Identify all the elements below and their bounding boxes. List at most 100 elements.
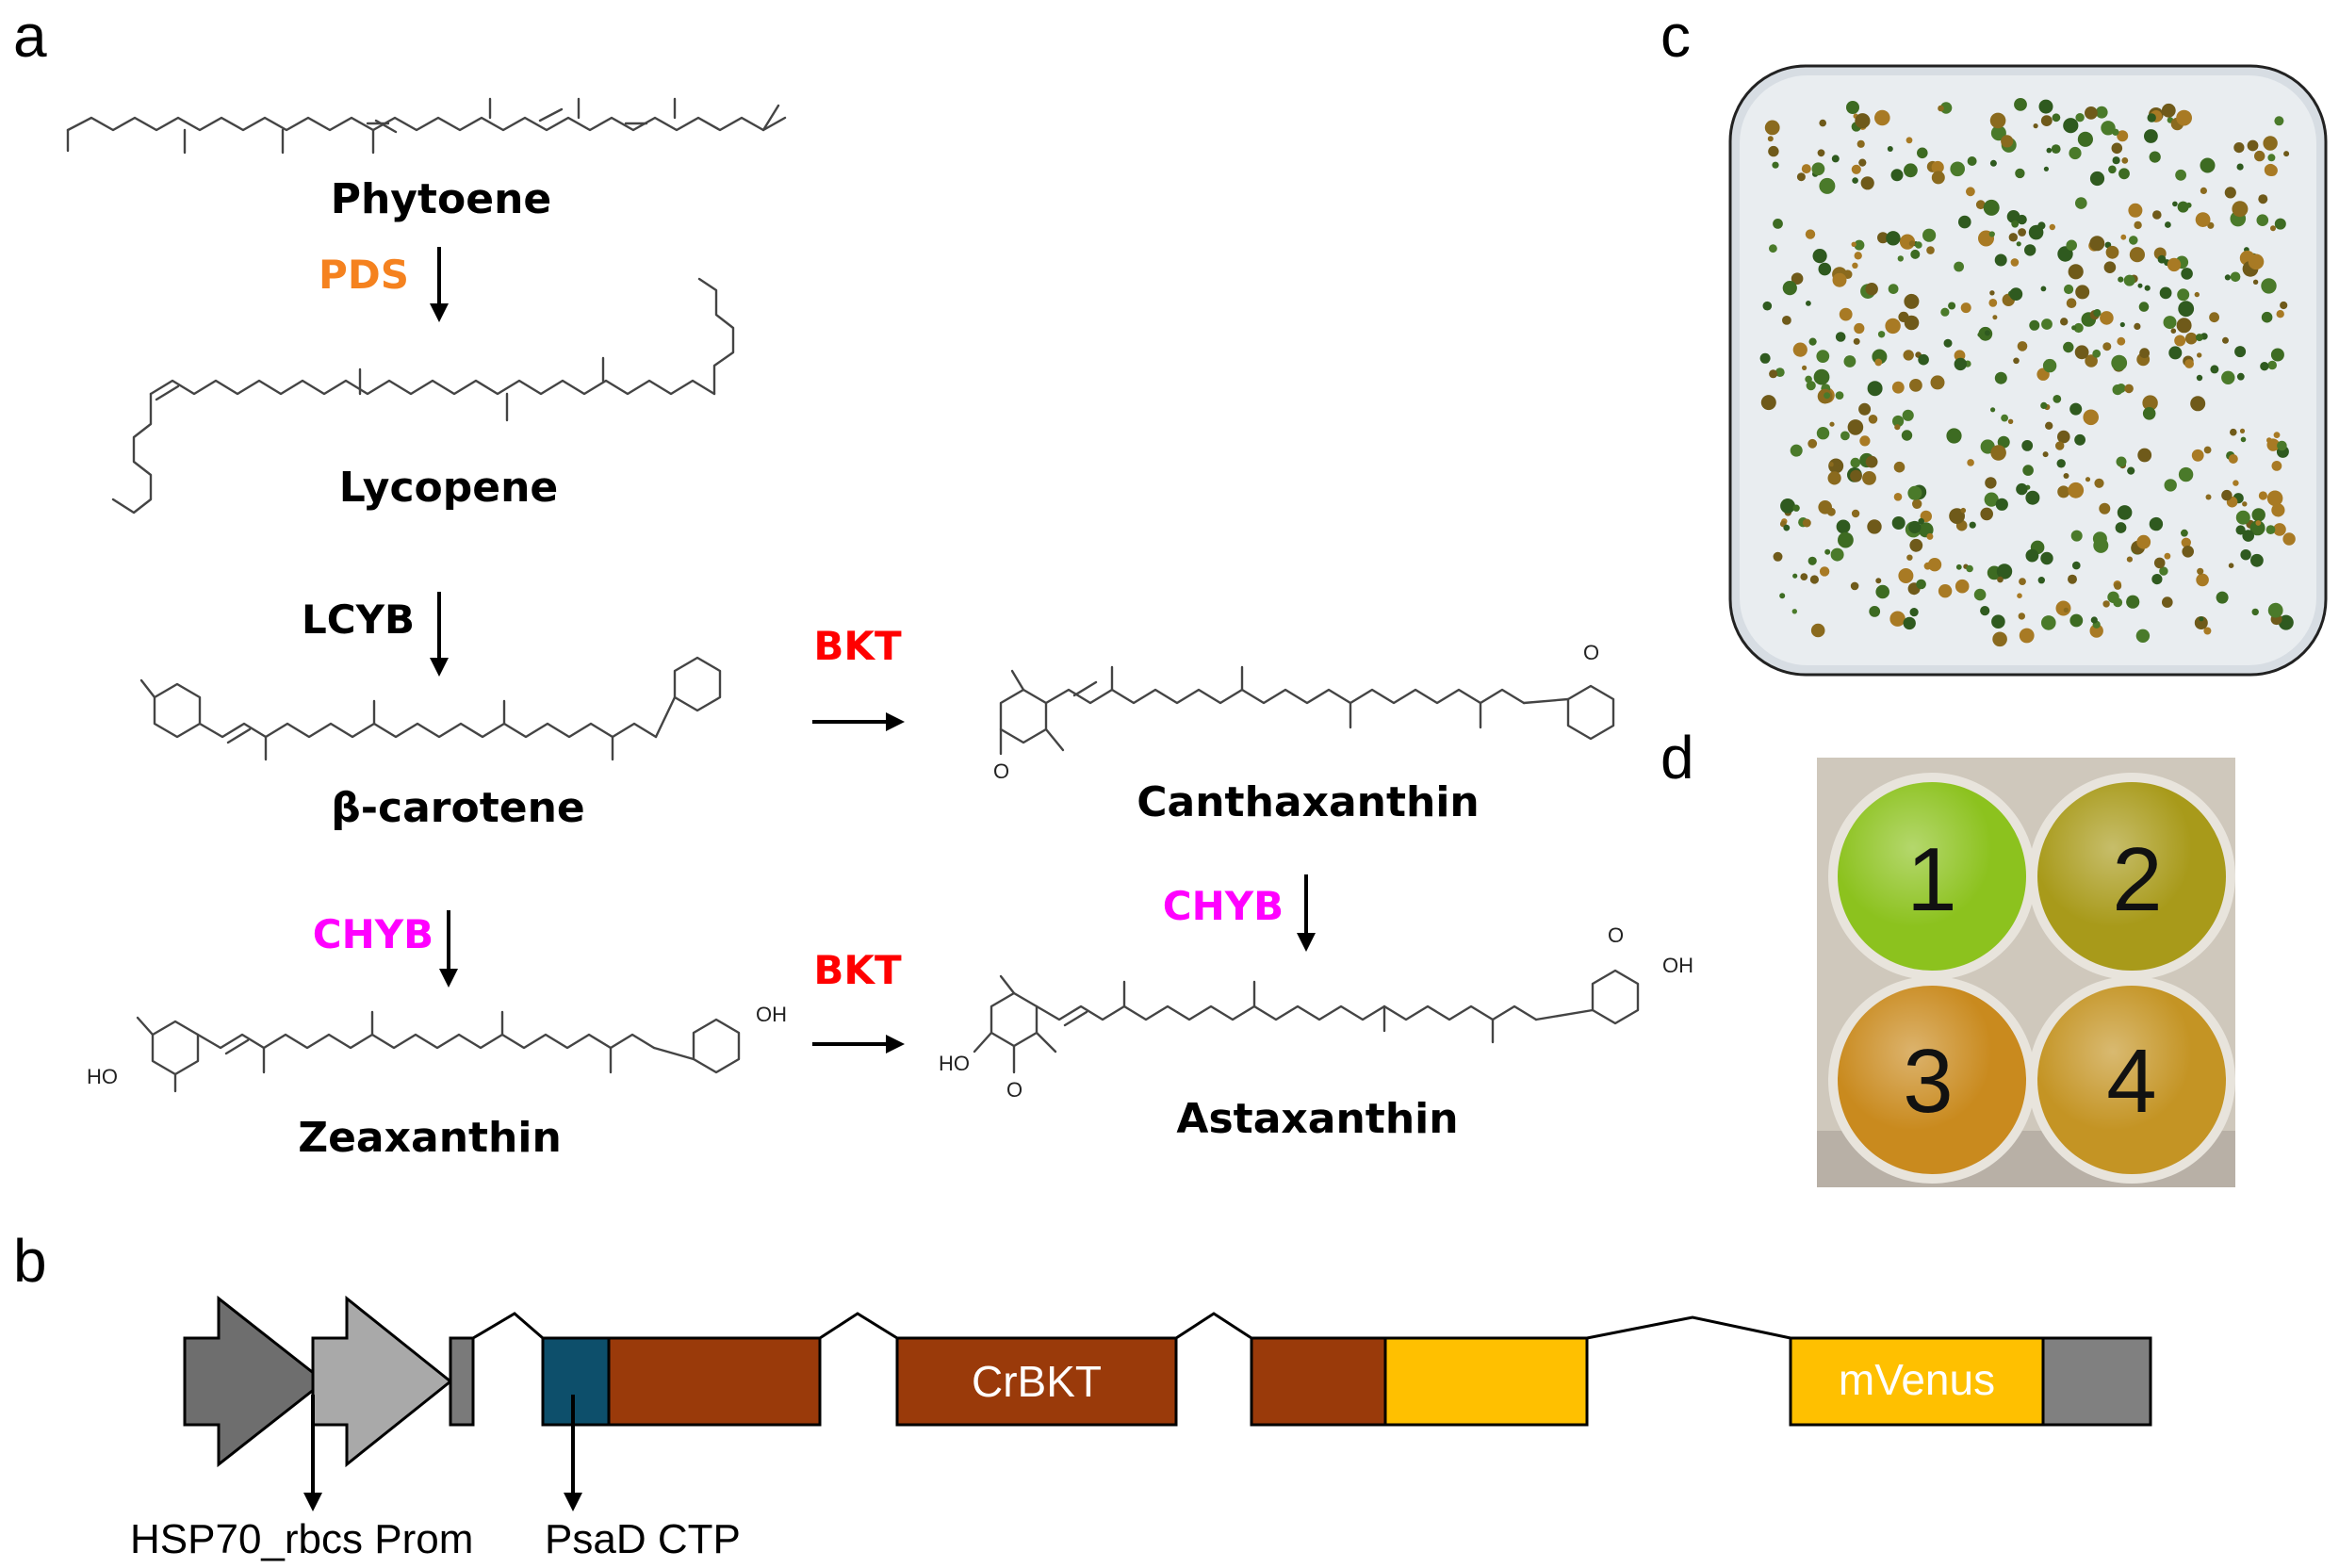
colony-dot	[1875, 584, 1889, 599]
colony-dot	[2120, 234, 2127, 240]
colony-dot	[2073, 322, 2084, 334]
colony-dot	[2064, 284, 2074, 295]
colony-dot	[1865, 455, 1878, 468]
colony-dot	[2095, 106, 2108, 119]
intron-1	[472, 1312, 544, 1340]
colony-dot	[2070, 530, 2083, 542]
colony-dot	[1807, 438, 1818, 449]
colony-dot	[1802, 518, 1811, 528]
colony-dot	[2089, 171, 2105, 187]
colony-dot	[1769, 369, 1778, 379]
colony-dot	[2209, 312, 2220, 323]
colony-dot	[1830, 547, 1844, 562]
colony-dot	[2278, 614, 2294, 630]
mvenus-exon-1	[1383, 1336, 1589, 1427]
colony-dot	[2019, 628, 2035, 644]
colony-dot	[2270, 348, 2284, 362]
colony-dot	[1869, 606, 1881, 617]
colony-dot	[1969, 521, 1976, 529]
colony-dot	[1847, 419, 1864, 435]
colony-dot	[1997, 435, 2010, 449]
colony-dot	[1931, 160, 1944, 174]
colony-dot	[2283, 151, 2290, 157]
colony-dot	[1853, 337, 1860, 345]
well-3: 3	[1828, 976, 2036, 1184]
enzyme-chyb-left: CHYB	[313, 911, 433, 957]
colony-dot	[2239, 428, 2246, 433]
colony-dot	[1901, 430, 1913, 441]
colony-dot	[1967, 156, 1977, 166]
colony-dot	[2234, 346, 2247, 358]
colony-dot	[1892, 415, 1905, 428]
colony-dot	[2069, 402, 2083, 416]
colony-dot	[1782, 281, 1797, 296]
colony-dot	[1805, 375, 1812, 384]
colony-dot	[2116, 384, 2126, 393]
colony-dot	[2242, 530, 2254, 542]
colony-dot	[2273, 432, 2281, 438]
colony-dot	[2040, 286, 2047, 292]
colony-dot	[1859, 435, 1871, 447]
well-2: 2	[2028, 773, 2235, 980]
colony-dot	[1819, 177, 1836, 194]
colony-dot	[2228, 563, 2234, 568]
colony-dot	[2066, 298, 2077, 309]
colony-dot	[1824, 548, 1831, 555]
colony-dot	[2233, 480, 2239, 486]
colony-dot	[2093, 309, 2102, 318]
colony-dot	[2074, 433, 2086, 446]
colony-dot	[2056, 459, 2066, 468]
colony-dot	[2102, 600, 2110, 608]
colony-dot	[1889, 611, 1906, 627]
colony-dot	[1850, 457, 1861, 468]
colony-dot	[2057, 430, 2070, 444]
colony-dot	[2242, 501, 2248, 507]
colony-dot	[2085, 477, 2091, 482]
colony-dot	[1831, 155, 1840, 163]
colony-dot	[2149, 151, 2161, 163]
colony-dot	[2129, 247, 2145, 263]
colony-dot	[2068, 574, 2077, 584]
colony-dot	[2236, 163, 2244, 171]
colony-dot	[1811, 162, 1825, 176]
colony-dot	[2247, 139, 2259, 152]
colony-dot	[1762, 301, 1773, 311]
colony-dot	[1828, 462, 1834, 467]
colony-dot	[2163, 316, 2177, 330]
colony-dot	[1907, 485, 1922, 500]
colony-dot	[2108, 165, 2117, 174]
colony-dot	[2045, 421, 2053, 430]
colony-dot	[2235, 525, 2246, 535]
colony-dot	[1858, 402, 1872, 416]
psad-ctp-block	[541, 1336, 611, 1427]
colony-dot	[2041, 318, 2053, 330]
colony-dot	[2137, 283, 2143, 288]
colony-dot	[2157, 254, 2167, 264]
colony-dot	[1855, 113, 1871, 129]
colony-dot	[2200, 187, 2207, 194]
colony-dot	[1867, 381, 1883, 397]
colony-dot	[1867, 519, 1882, 534]
pathway-panel: Phytoene PDS Lycopene LCYB	[66, 97, 1693, 1162]
colony-dot	[2117, 130, 2129, 142]
colony-dot	[2267, 360, 2277, 370]
colony-dot	[1954, 357, 1967, 371]
colony-dot	[2159, 566, 2168, 576]
colony-dot	[2137, 448, 2152, 463]
colony-dot	[1988, 231, 1995, 237]
colony-dot	[1854, 252, 1862, 260]
colony-dot	[2144, 129, 2158, 143]
colony-dot	[2216, 591, 2229, 604]
colony-dot	[2033, 123, 2038, 129]
colony-dot	[2149, 516, 2164, 531]
colony-dot	[1918, 353, 1929, 366]
colony-dot	[1903, 616, 1916, 630]
colony-dot	[2134, 220, 2142, 230]
colony-dot	[2006, 210, 2020, 223]
colony-dot	[1875, 578, 1882, 584]
colony-dot	[1955, 564, 1962, 570]
colony-dot	[1909, 538, 1923, 552]
colony-dot	[1783, 524, 1791, 531]
colony-dot	[1851, 509, 1860, 518]
colony-dot	[2252, 279, 2259, 285]
